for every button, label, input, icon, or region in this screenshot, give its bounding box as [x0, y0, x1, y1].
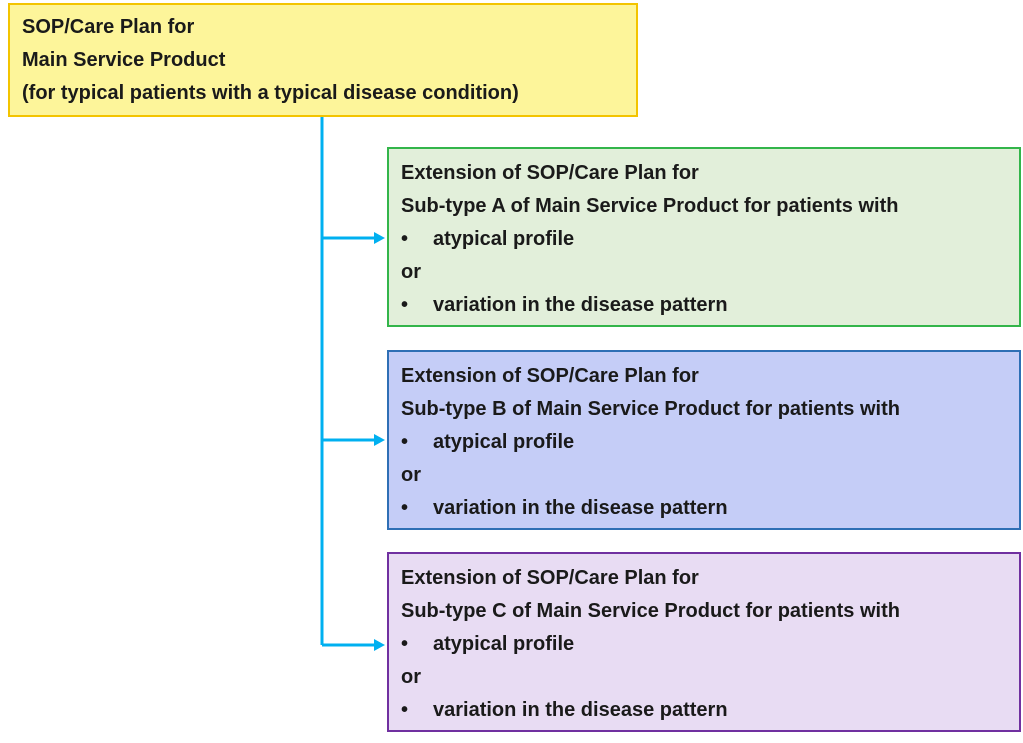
or-text: or — [401, 261, 421, 283]
bullet-icon: • — [401, 497, 409, 519]
extension-subtype: Sub-type A of Main Service Product for p… — [401, 195, 899, 217]
extension-box-c: Extension of SOP/Care Plan for Sub-type … — [387, 552, 1021, 732]
bullet-item: • variation in the disease pattern — [401, 694, 1007, 727]
bullet-item: • atypical profile — [401, 426, 1007, 459]
extension-heading: Extension of SOP/Care Plan for — [401, 365, 699, 387]
or-text: or — [401, 464, 421, 486]
bullet-icon: • — [401, 228, 409, 250]
arrowhead-b-icon — [374, 434, 385, 446]
bullet-icon: • — [401, 431, 409, 453]
extension-box-a: Extension of SOP/Care Plan for Sub-type … — [387, 147, 1021, 327]
bullet-text: variation in the disease pattern — [433, 294, 728, 316]
bullet-item: • atypical profile — [401, 628, 1007, 661]
extension-heading: Extension of SOP/Care Plan for — [401, 567, 699, 589]
bullet-item: • atypical profile — [401, 223, 1007, 256]
extension-subtype: Sub-type B of Main Service Product for p… — [401, 398, 900, 420]
bullet-icon: • — [401, 294, 409, 316]
bullet-text: atypical profile — [433, 228, 575, 250]
bullet-icon: • — [401, 633, 409, 655]
extension-heading: Extension of SOP/Care Plan for — [401, 162, 699, 184]
bullet-text: variation in the disease pattern — [433, 699, 728, 721]
main-sop-box: SOP/Care Plan for Main Service Product (… — [8, 3, 638, 117]
main-title-line-3: (for typical patients with a typical dis… — [22, 82, 519, 104]
bullet-item: • variation in the disease pattern — [401, 289, 1007, 322]
main-title-line-1: SOP/Care Plan for — [22, 16, 195, 38]
main-title-line-2: Main Service Product — [22, 49, 226, 71]
arrowhead-a-icon — [374, 232, 385, 244]
arrowhead-c-icon — [374, 639, 385, 651]
bullet-icon: • — [401, 699, 409, 721]
or-text: or — [401, 666, 421, 688]
extension-subtype: Sub-type C of Main Service Product for p… — [401, 600, 900, 622]
bullet-text: atypical profile — [433, 633, 575, 655]
bullet-item: • variation in the disease pattern — [401, 492, 1007, 525]
bullet-text: atypical profile — [433, 431, 575, 453]
bullet-text: variation in the disease pattern — [433, 497, 728, 519]
extension-box-b: Extension of SOP/Care Plan for Sub-type … — [387, 350, 1021, 530]
